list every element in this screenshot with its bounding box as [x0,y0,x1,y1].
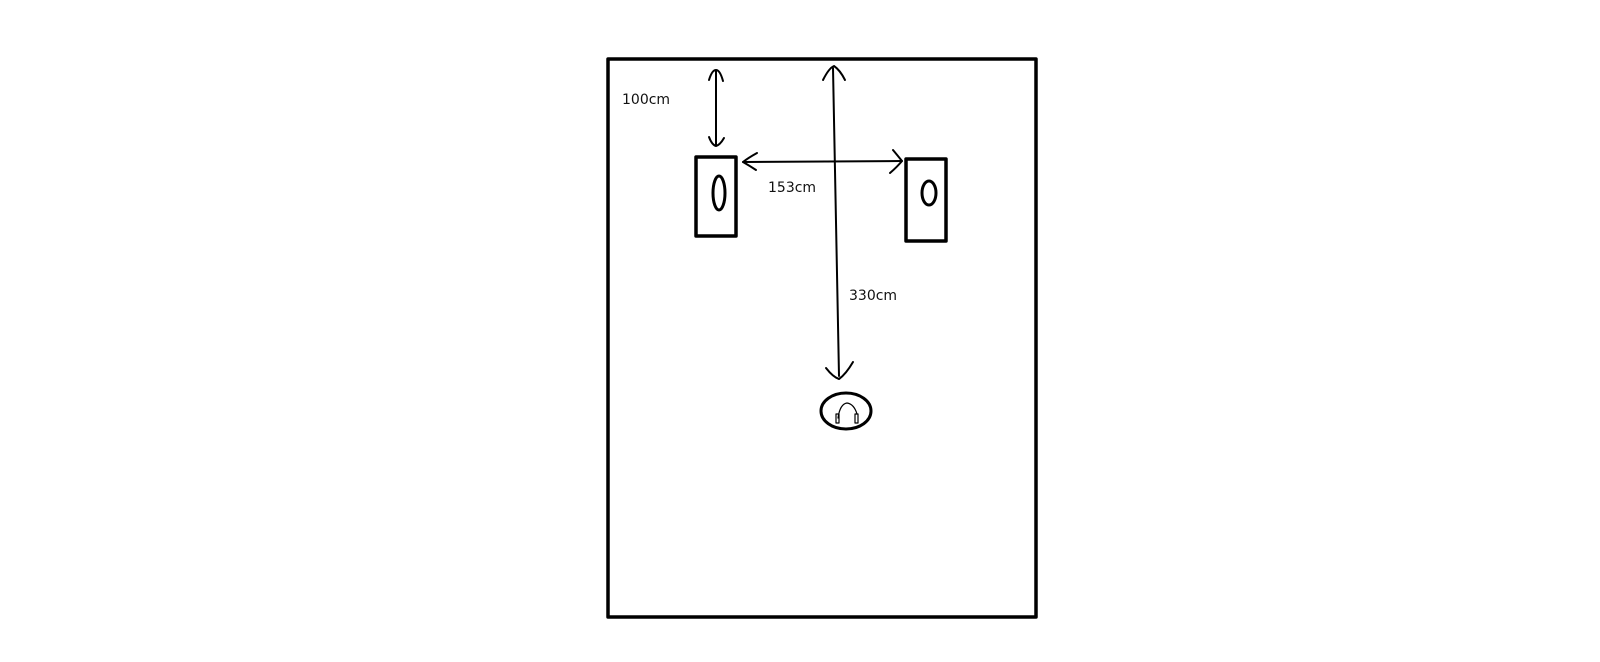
listening-distance-arrow [822,65,854,380]
listening-distance-label: 330cm [849,288,897,304]
right-speaker-icon [904,157,948,243]
speaker-spacing-arrow [742,149,903,174]
room-outline [606,57,1038,619]
wall-distance-arrow [708,69,725,147]
left-speaker-icon [694,155,738,238]
wall-distance-label: 100cm [622,92,670,108]
listener-head-icon [819,391,873,431]
speaker-spacing-label: 153cm [768,180,816,196]
